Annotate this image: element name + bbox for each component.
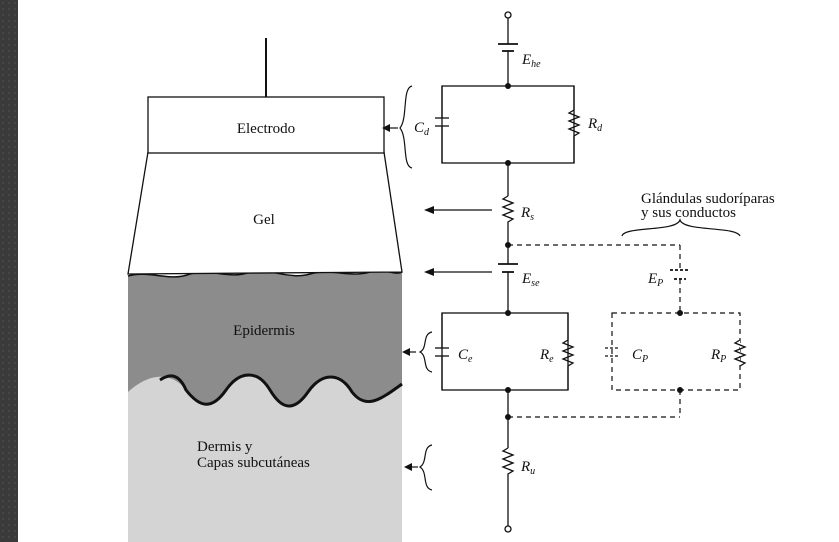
label-rp: RP (710, 347, 726, 365)
glands-label-line2: y sus conductos (641, 205, 736, 221)
arrow-dermis (404, 463, 418, 471)
arrow-electrode (382, 124, 398, 132)
label-re: Re (539, 347, 554, 365)
brace-glands (621, 218, 741, 237)
brace-epidermis (418, 331, 433, 373)
label-ru: Ru (520, 459, 535, 477)
rp-resistor (733, 339, 747, 367)
sweat-gland-branch (508, 244, 741, 418)
cp-capacitor (605, 347, 619, 357)
electrode-box (147, 96, 385, 154)
label-cd: Cd (414, 120, 430, 138)
dermis-label-line1: Dermis y (197, 439, 253, 455)
dermis-label-line2: Capas subcutáneas (197, 455, 310, 471)
label-ese: Ese (521, 271, 540, 289)
label-rd: Rd (587, 116, 603, 134)
epidermis-label: Epidermis (233, 323, 295, 339)
arrow-surface (424, 268, 492, 276)
label-cp: CP (632, 347, 648, 365)
epidermis-layer (128, 270, 402, 407)
label-ce: Ce (458, 347, 473, 365)
dermis-layer (128, 375, 402, 542)
label-ep: EP (647, 271, 663, 289)
label-ehe: Ehe (521, 52, 541, 70)
electrode-label: Electrodo (237, 121, 295, 137)
brace-electrode (399, 85, 413, 169)
ep-battery (670, 269, 690, 280)
label-rs: Rs (520, 205, 534, 223)
circuit-nodes (505, 83, 683, 420)
gel-label: Gel (253, 212, 275, 228)
arrow-gel (424, 206, 492, 214)
glands-label-line1: Glándulas sudoríparas (641, 191, 775, 207)
epidermis-dermis-boundary (159, 373, 403, 408)
arrow-epidermis (402, 348, 416, 356)
brace-dermis (418, 444, 433, 491)
